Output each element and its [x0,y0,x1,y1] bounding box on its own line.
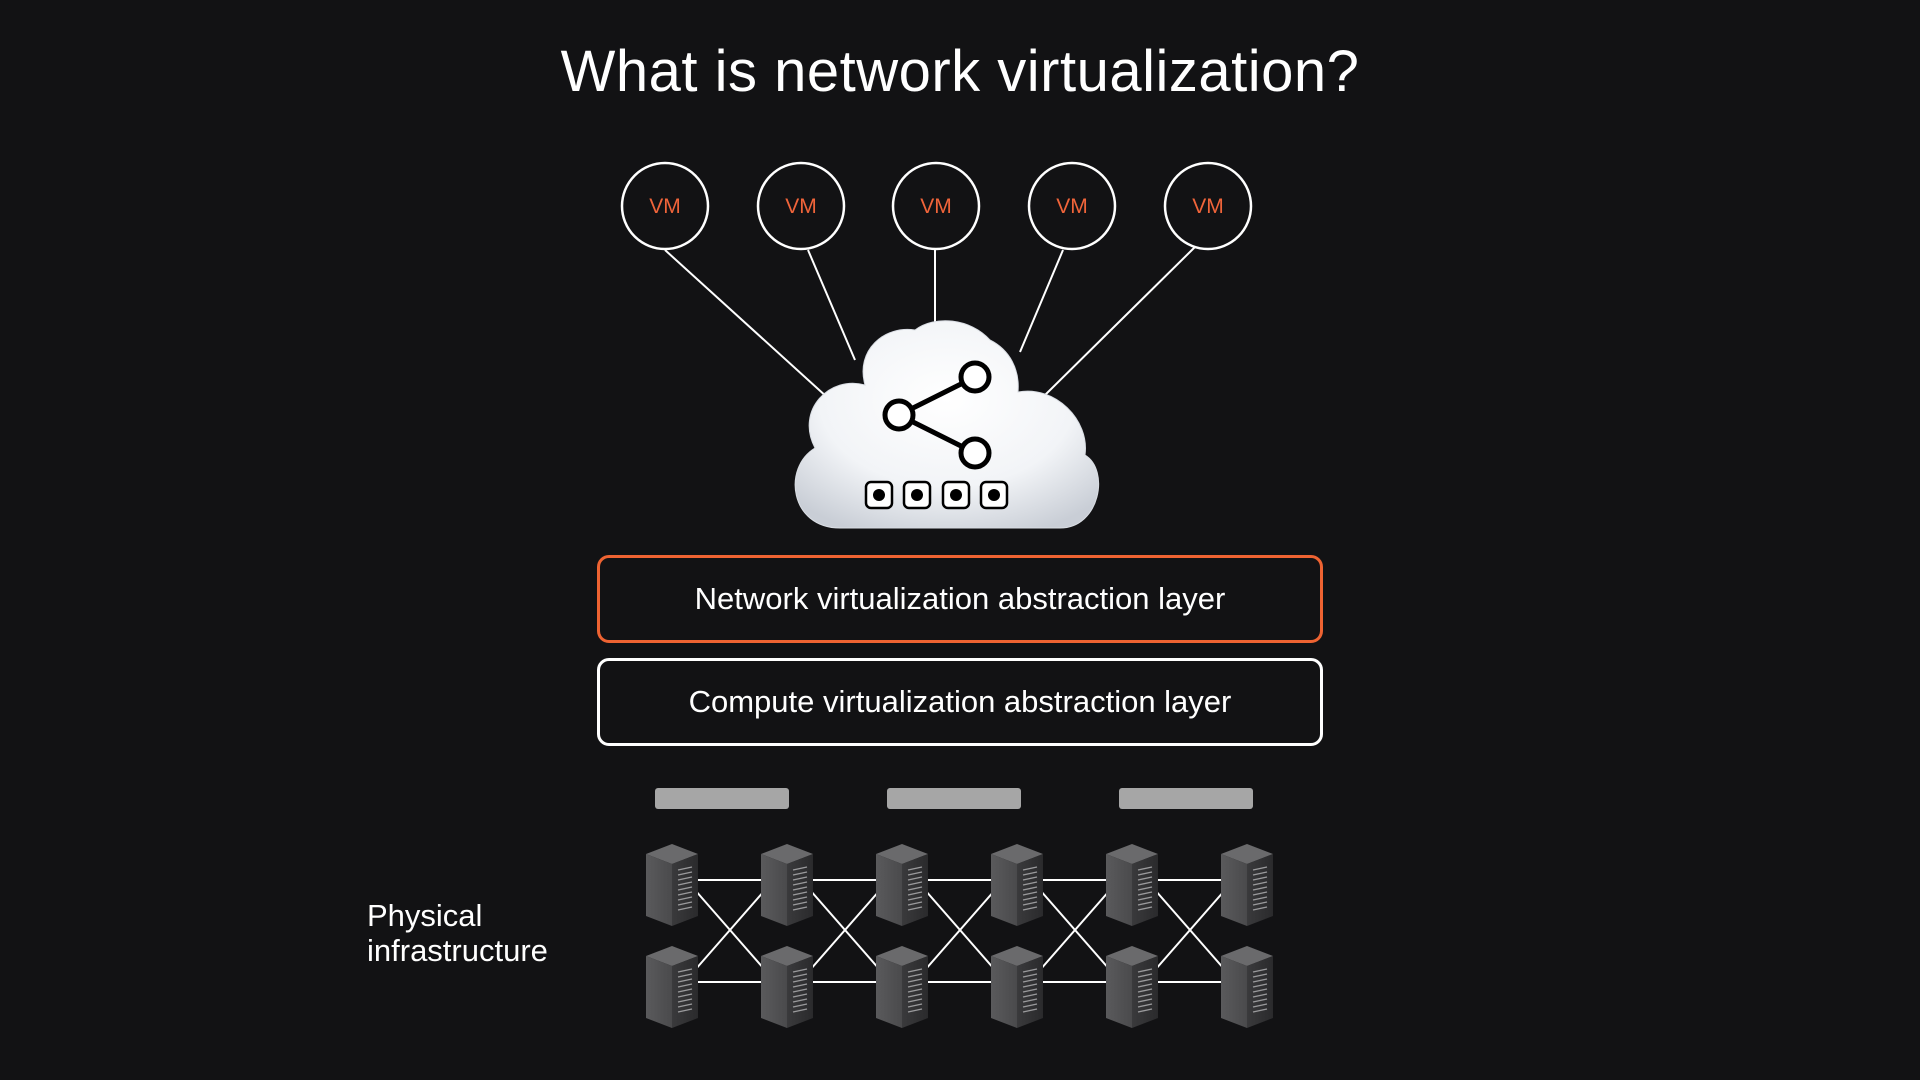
vm-node: VM [620,161,710,251]
server-tower-icon [876,844,928,926]
port-icon [941,480,971,510]
server-tower-icon [991,946,1043,1028]
server-tower-icon [1221,946,1273,1028]
vm-node: VM [1027,161,1117,251]
server-tower-icon [1106,844,1158,926]
server-tower-icon [761,844,813,926]
vm-connectors [664,245,1197,399]
vm-label: VM [920,195,952,218]
server-tower-icon [646,844,698,926]
server-grid [646,844,1273,1028]
vm-label: VM [649,195,681,218]
vm-connector-2 [807,249,856,361]
port-icon [979,480,1009,510]
port-icon [902,480,932,510]
server-tower-icon [1221,844,1273,926]
port-row [864,480,1009,510]
switch-bar [1119,788,1253,809]
vm-connector-4 [1019,249,1064,353]
server-tower-icon [761,946,813,1028]
network-virtualization-layer: Network virtualization abstraction layer [597,555,1323,643]
switch-bars [655,788,1253,809]
vm-node: VM [891,161,981,251]
page-title: What is network virtualization? [560,39,1360,104]
vm-connector-1 [664,249,829,399]
vm-label: VM [785,195,817,218]
vm-label: VM [1192,195,1224,218]
vm-connector-5 [1041,245,1197,399]
server-tower-icon [646,946,698,1028]
switch-bar [887,788,1021,809]
server-mesh [694,879,1226,983]
vm-node: VM [1163,161,1253,251]
share-network-icon [882,360,992,470]
physical-label-line-2: infrastructure [367,933,548,968]
server-tower-icon [876,946,928,1028]
server-tower-icon [1106,946,1158,1028]
vm-label: VM [1056,195,1088,218]
physical-label-line-1: Physical [367,898,483,933]
switch-bar [655,788,789,809]
server-tower-icon [991,844,1043,926]
vm-node: VM [756,161,846,251]
compute-virtualization-layer: Compute virtualization abstraction layer [597,658,1323,746]
physical-infrastructure-label: Physical infrastructure [367,898,607,968]
vm-nodes: VM VM VM VM VM [620,161,1253,251]
cloud-icon [794,320,1100,529]
port-icon [864,480,894,510]
